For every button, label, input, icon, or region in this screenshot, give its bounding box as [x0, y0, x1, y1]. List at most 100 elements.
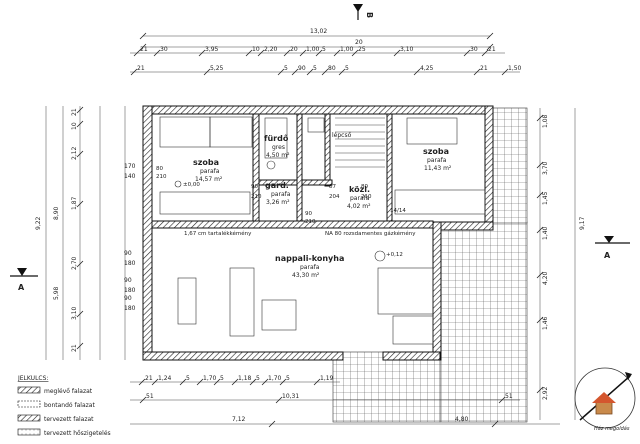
dim-label: 51	[146, 393, 154, 400]
dim-tick	[249, 378, 257, 386]
dim-label: 180	[124, 287, 136, 294]
dim-label: 210	[361, 194, 372, 200]
svg-text:4,02 m²: 4,02 m²	[347, 203, 371, 210]
dim-label: 1,50	[508, 65, 522, 72]
dim-label: 1,18	[238, 375, 252, 382]
dim-label: 5	[186, 375, 190, 382]
dim-tick	[486, 43, 494, 51]
dim-left-total: 9,22	[35, 216, 42, 230]
dim-label: 3,10	[400, 46, 414, 53]
stair-note: 14/14	[390, 208, 406, 214]
svg-text:szoba: szoba	[193, 158, 219, 167]
dim-tick	[76, 120, 84, 128]
dim-label: 25	[358, 46, 366, 53]
dim-tick	[76, 310, 84, 318]
dim-tick	[313, 378, 321, 386]
dim-tick	[198, 49, 206, 57]
dim-total-width: 13,02	[310, 28, 327, 35]
logo-text: Ház megoldás	[594, 425, 630, 432]
dim-label: 51	[505, 393, 513, 400]
svg-text:gard.: gard.	[265, 181, 289, 190]
dim-label: 21	[71, 108, 78, 116]
legend: JELKULCS: meglévő falazat bontandó falaz…	[17, 375, 111, 437]
dim-tick	[463, 49, 471, 57]
dim-tick	[196, 378, 204, 386]
svg-text:A: A	[18, 283, 25, 292]
dim-label: 90	[124, 250, 132, 257]
legend-swatch-existing	[17, 386, 41, 394]
dim-tick	[351, 49, 359, 57]
dim-total-width-b: 20	[355, 39, 363, 46]
dim-tick	[306, 68, 314, 76]
svg-text:3,26 m²: 3,26 m²	[266, 199, 290, 206]
dim-tick	[473, 68, 481, 76]
dim-tick	[231, 378, 239, 386]
dim-label: 1,00	[306, 46, 320, 53]
dim-label: 3,95	[205, 46, 219, 53]
dim-left-mid-b: 5,98	[53, 286, 60, 300]
dim-label: 180	[124, 305, 136, 312]
dim-label: 1,08	[542, 114, 549, 128]
dim-label: 1,19	[320, 375, 334, 382]
dim-tick	[133, 49, 141, 57]
svg-text:parafa: parafa	[271, 191, 291, 198]
dim-label: 4,80	[455, 416, 469, 423]
svg-text:parafa: parafa	[350, 195, 370, 202]
dim-label: 210	[156, 174, 167, 180]
dim-tick	[536, 114, 544, 122]
svg-text:gres: gres	[272, 144, 285, 151]
dim-label: 21	[480, 65, 488, 72]
dim-tick	[299, 49, 307, 57]
legend-item-existing: meglévő falazat	[44, 388, 93, 395]
room-labels: szoba parafa 14,57 m² fürdő gres 4,50 m²…	[193, 132, 452, 279]
terrace-grid-bottom	[332, 351, 441, 423]
svg-text:szoba: szoba	[423, 147, 449, 156]
dim-tick	[139, 32, 147, 40]
plan-notes: ±0,00 +0,12 1,67 cm tartalékkémény NA 80…	[174, 180, 416, 258]
dim-tick	[393, 49, 401, 57]
dim-label: 5	[286, 375, 290, 382]
dim-tick	[257, 49, 265, 57]
dim-tick	[536, 271, 544, 279]
dim-label: 90	[298, 65, 306, 72]
dim-tick	[486, 32, 494, 40]
legend-item-planned: tervezett falazat	[44, 416, 94, 423]
dim-label: 21	[137, 65, 145, 72]
dim-label: 7,12	[232, 416, 246, 423]
terrace-grid-right	[439, 221, 528, 423]
dim-tick	[138, 378, 146, 386]
dim-right-total: 9,17	[579, 216, 586, 230]
dim-tick	[536, 386, 544, 394]
svg-text:11,43 m²: 11,43 m²	[424, 165, 452, 172]
svg-text:parafa: parafa	[427, 157, 447, 164]
dim-tick	[130, 68, 138, 76]
dim-tick	[501, 68, 509, 76]
dim-label: 5	[313, 65, 317, 72]
dim-tick	[139, 43, 147, 51]
room-gard: gard. parafa 3,26 m²	[265, 181, 291, 206]
right-dimensions: 9,17 1,083,701,451,404,201,462,92	[536, 108, 586, 420]
dim-label: 1,24	[158, 375, 172, 382]
dim-label: 180	[124, 260, 136, 267]
dim-tick	[213, 378, 221, 386]
dim-label: 30	[470, 46, 478, 53]
furniture	[159, 116, 486, 345]
svg-text:nappali-konyha: nappali-konyha	[275, 254, 344, 263]
legend-title: JELKULCS:	[17, 375, 48, 382]
cabinet-note: 1,67 cm tartalékkémény	[184, 230, 252, 237]
dim-label: 5	[322, 46, 326, 53]
dim-label: 5,25	[210, 65, 224, 72]
dim-label: 20	[290, 46, 298, 53]
dim-tick	[481, 49, 489, 57]
dim-label: 2,70	[71, 256, 78, 270]
dim-label: 80	[156, 166, 163, 172]
dim-label: 90	[124, 295, 132, 302]
dim-tick	[491, 420, 499, 428]
dim-label: 30	[160, 46, 168, 53]
dim-label: 5	[345, 65, 349, 72]
dim-label: 87	[329, 184, 336, 190]
